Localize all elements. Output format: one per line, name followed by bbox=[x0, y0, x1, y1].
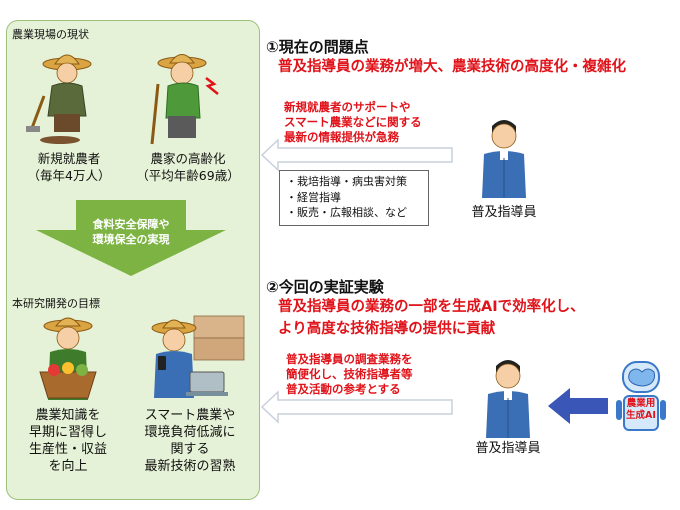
ai-label: 農業用 生成AI bbox=[626, 398, 656, 421]
ai-to-worker-arrow bbox=[548, 388, 608, 424]
new-farmers-label: 新規就農者 （毎年4万人） bbox=[27, 151, 111, 183]
farmer-with-vegetables-illustration bbox=[39, 317, 97, 400]
section1-heading: ①現在の問題点 bbox=[266, 38, 369, 56]
current-situation-title: 農業現場の現状 bbox=[12, 28, 89, 41]
extension-worker-illustration-1 bbox=[482, 120, 526, 198]
aging-label: 農家の高齢化 （平均年齢69歳） bbox=[136, 151, 240, 183]
section2-subtitle: 普及指導員の業務の一部を生成AIで効率化し、 より高度な技術指導の提供に貢献 bbox=[278, 299, 585, 337]
info-arrow-2 bbox=[260, 390, 453, 424]
green-arrow-text: 食料安全保障や 環境保全の実現 bbox=[92, 218, 170, 246]
goal-title: 本研究開発の目標 bbox=[12, 297, 100, 310]
info-arrow-1 bbox=[260, 138, 453, 172]
section2-note: 普及指導員の調査業務を 簡便化し、技術指導者等 普及活動の参考とする bbox=[286, 352, 413, 396]
goal-right-label: スマート農業や 環境負荷低減に 関する 最新技術の習熟 bbox=[144, 408, 236, 474]
section1-person-label: 普及指導員 bbox=[471, 205, 537, 220]
aging-farmer-illustration bbox=[150, 54, 219, 145]
green-down-arrow bbox=[36, 200, 226, 276]
section1-subtitle: 普及指導員の業務が増大、農業技術の高度化・複雑化 bbox=[278, 59, 626, 75]
section2-person-label: 普及指導員 bbox=[475, 441, 541, 456]
extension-worker-illustration-2 bbox=[486, 360, 530, 438]
new-farmer-illustration bbox=[26, 54, 92, 144]
section2-heading: ②今回の実証実験 bbox=[266, 278, 384, 296]
goal-left-label: 農業知識を 早期に習得し 生産性・収益 を向上 bbox=[28, 408, 107, 474]
section1-note: 新規就農者のサポートや スマート農業などに関する 最新の情報提供が急務 bbox=[284, 100, 422, 144]
smart-farmer-illustration bbox=[151, 315, 245, 398]
generative-ai-robot-icon bbox=[616, 361, 666, 431]
task-list-box: ・栽培指導・病虫害対策 ・経営指導 ・販売・広報相談、など bbox=[279, 170, 429, 226]
